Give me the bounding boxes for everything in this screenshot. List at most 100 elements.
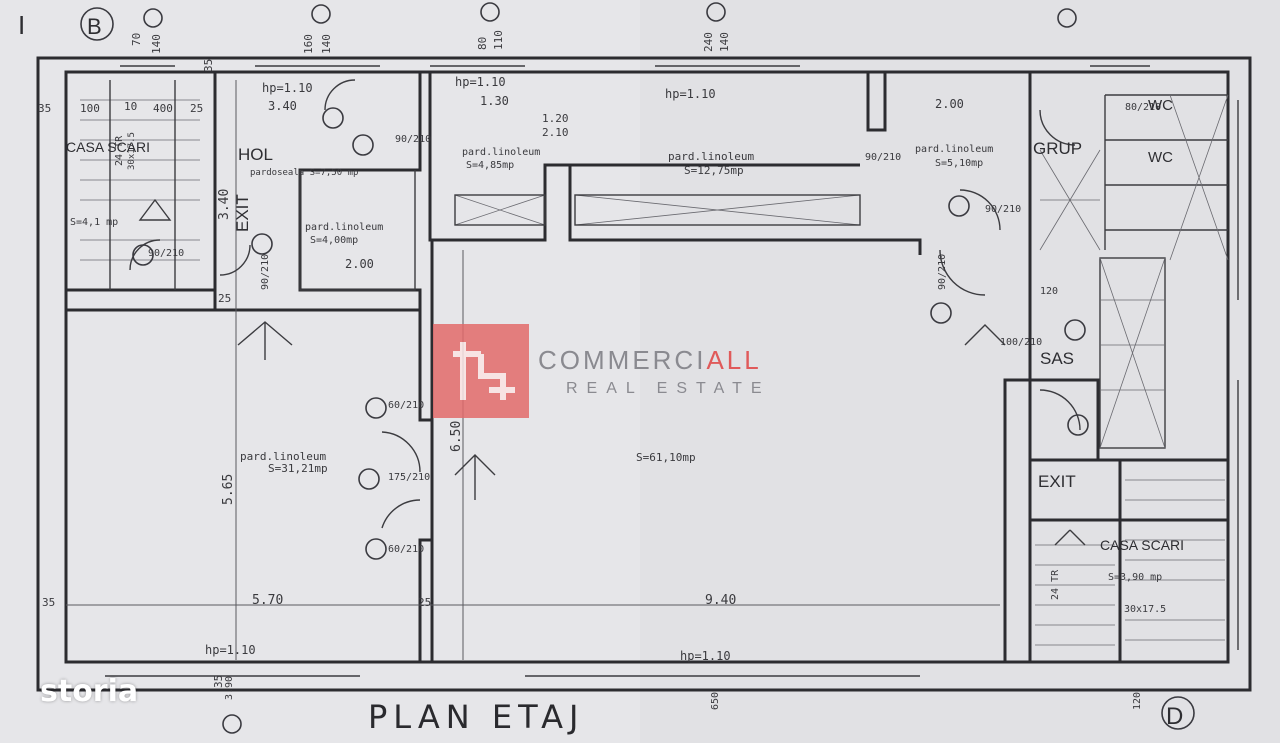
- watermark-tagline: REAL ESTATE: [566, 380, 771, 397]
- hp-5: hp=1.10: [680, 649, 731, 663]
- room-casa-scari-2: CASA SCARI: [1100, 537, 1184, 553]
- dim-1-30: 1.30: [480, 94, 509, 108]
- door-swing: [381, 499, 421, 529]
- axis-f-circle: [311, 4, 331, 24]
- grup-walls: [1028, 72, 1228, 462]
- exit-arrow: [964, 324, 1006, 346]
- door-swing: [939, 249, 986, 296]
- stair-label: 24 TR: [1050, 569, 1061, 600]
- room-area: S=3,90 mp: [1108, 572, 1162, 583]
- door-size: 90/210: [937, 254, 948, 290]
- dim-80: 80: [476, 37, 489, 50]
- dim-35: 35: [42, 596, 55, 609]
- paper-fold: [640, 0, 1280, 743]
- dim-35: 35: [202, 59, 215, 72]
- watermark-brand-accent: ALL: [706, 345, 762, 375]
- dim-3-90: 3.90: [224, 676, 235, 700]
- axis-f-circle: [480, 2, 500, 22]
- corridor-box-2: [574, 194, 861, 226]
- pillar: [866, 72, 887, 132]
- door-marker-u: [132, 244, 154, 266]
- axis-label-b: B: [87, 14, 102, 39]
- stair-label: 24 TR: [114, 135, 125, 166]
- room-grup: GRUP: [1033, 139, 1082, 158]
- wc-hatch: [1169, 94, 1229, 261]
- dim-120: 120: [1132, 692, 1143, 710]
- axis-d-circle: [1161, 696, 1195, 730]
- watermark-brand-main: COMMERCI: [538, 345, 707, 375]
- room-area: S=5,10mp: [935, 158, 983, 169]
- axis-label-i: I: [18, 10, 25, 40]
- room-area: S=12,75mp: [684, 164, 744, 177]
- door-marker-u: [1067, 414, 1089, 436]
- room-floor: pard.linoleum: [462, 147, 540, 158]
- hp-4: hp=1.10: [205, 643, 256, 657]
- room-area: S=61,10mp: [636, 451, 696, 464]
- axis-f-circle: [222, 714, 242, 734]
- axis-f-circle: [143, 8, 163, 28]
- dim-35: 35: [212, 675, 225, 688]
- hp-3: hp=1.10: [665, 87, 716, 101]
- label-exit-1: EXIT: [233, 194, 252, 232]
- dim-1-20: 1.20: [542, 112, 569, 125]
- outer-wall: [36, 56, 1252, 692]
- small-room-walls: [299, 170, 416, 291]
- exit-arrow: [454, 454, 496, 500]
- label-exit-2: EXIT: [1038, 472, 1076, 491]
- dim-35: 35: [38, 102, 51, 115]
- grup-hatch: [1039, 149, 1101, 251]
- shower-hatch: [1099, 257, 1166, 449]
- stair-stringers-1: [109, 80, 176, 290]
- dim-9-40: 9.40: [705, 593, 736, 608]
- dim-2-00b: 2.00: [345, 257, 374, 271]
- door-size: 90/210: [260, 254, 271, 290]
- door-marker-u: [251, 233, 273, 255]
- dim-25: 25: [418, 596, 431, 609]
- watermark-logo-box: [433, 324, 529, 418]
- door-marker-u: [1064, 319, 1086, 341]
- dim-2-10: 2.10: [542, 126, 569, 139]
- axis-label-d: D: [1166, 703, 1183, 730]
- door-size: 175/210: [388, 472, 430, 483]
- exit-arrow: [237, 321, 293, 360]
- dim-140: 140: [718, 32, 731, 52]
- corridor-box-1: [454, 194, 546, 226]
- room-floor: pard.linoleum: [305, 222, 383, 233]
- exit-arrow: [138, 198, 172, 221]
- room-floor: pard.linoleum: [668, 150, 754, 163]
- room-wc-1: WC: [1148, 97, 1173, 114]
- dim-120: 120: [1040, 286, 1058, 297]
- shower-block: [1099, 257, 1166, 449]
- dim-140: 140: [150, 34, 163, 54]
- door-marker-f: [365, 397, 387, 419]
- door-size: 90/210: [148, 248, 184, 259]
- room-floor: pardoseala S=7,50 mp: [250, 168, 358, 178]
- stair-label: 30x17.5: [1124, 604, 1166, 615]
- door-size: 100/210: [1000, 337, 1042, 348]
- watermark-brand: COMMERCIALL: [538, 345, 762, 376]
- stair-room-walls-2: [1030, 460, 1228, 662]
- inner-wall-line: [64, 70, 1230, 664]
- dim-5-65: 5.65: [221, 474, 236, 505]
- dim-3-40b: 3.40: [268, 99, 297, 113]
- site-badge-logo: storia: [40, 674, 139, 709]
- dim-70: 70: [130, 33, 143, 46]
- dim-10: 10: [124, 100, 137, 113]
- dim-25: 25: [218, 292, 231, 305]
- door-size: 90/210: [865, 152, 901, 163]
- door-marker-u: [948, 195, 970, 217]
- door-swing: [1039, 389, 1081, 431]
- axis-b-circle: [80, 7, 114, 41]
- stair-label: 30x17.5: [127, 132, 137, 170]
- door-swing: [1039, 109, 1076, 146]
- room-wc-2: WC: [1148, 149, 1173, 166]
- stair-treads-2: [1035, 479, 1225, 646]
- dim-25: 25: [190, 102, 203, 115]
- door-size: 80/210: [1125, 102, 1161, 113]
- dim-110: 110: [492, 30, 505, 50]
- door-marker-u: [358, 468, 380, 490]
- hp-1: hp=1.10: [262, 81, 313, 95]
- dim-240: 240: [702, 32, 715, 52]
- stair-arrow: [1054, 529, 1086, 546]
